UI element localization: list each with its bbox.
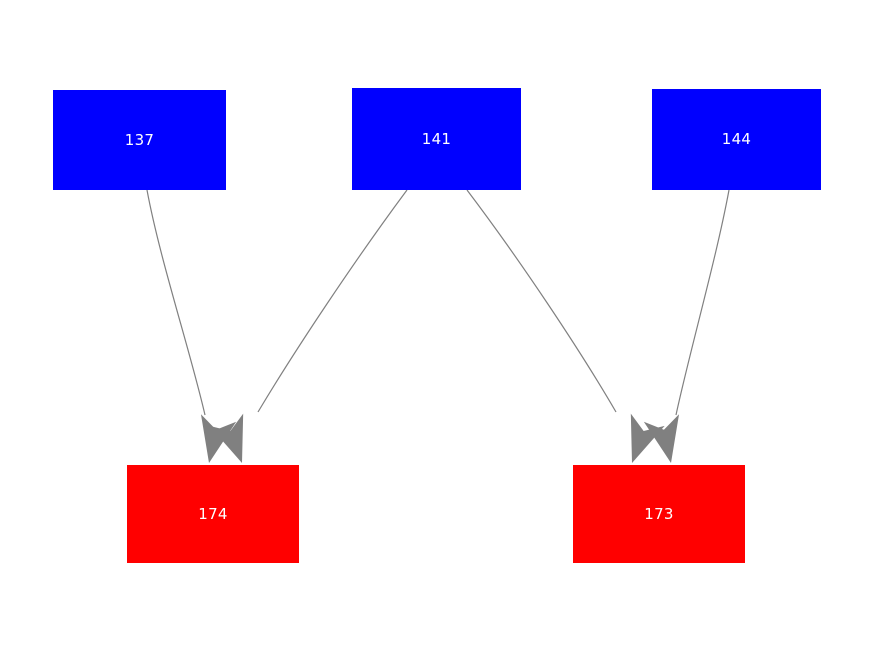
node-174[interactable]: 174 xyxy=(127,465,299,563)
node-label: 173 xyxy=(644,504,674,523)
node-173[interactable]: 173 xyxy=(573,465,745,563)
node-label: 141 xyxy=(421,129,452,148)
edge-141-to-174 xyxy=(209,189,408,463)
edge-137-to-174 xyxy=(146,189,237,463)
arrowhead xyxy=(643,414,680,463)
edge-line xyxy=(675,189,730,416)
node-label: 174 xyxy=(198,504,228,523)
node-141[interactable]: 141 xyxy=(352,88,521,190)
node-137[interactable]: 137 xyxy=(53,90,226,190)
node-label: 137 xyxy=(124,130,155,149)
node-label: 144 xyxy=(721,130,752,148)
edge-line xyxy=(146,189,206,416)
edge-141-to-173 xyxy=(466,189,665,463)
arrowhead xyxy=(200,414,237,463)
edge-line xyxy=(257,189,408,413)
arrowhead xyxy=(630,413,665,463)
edge-144-to-173 xyxy=(643,189,730,463)
arrowhead xyxy=(209,413,244,463)
node-144[interactable]: 144 xyxy=(652,89,821,190)
edge-line xyxy=(466,189,617,413)
